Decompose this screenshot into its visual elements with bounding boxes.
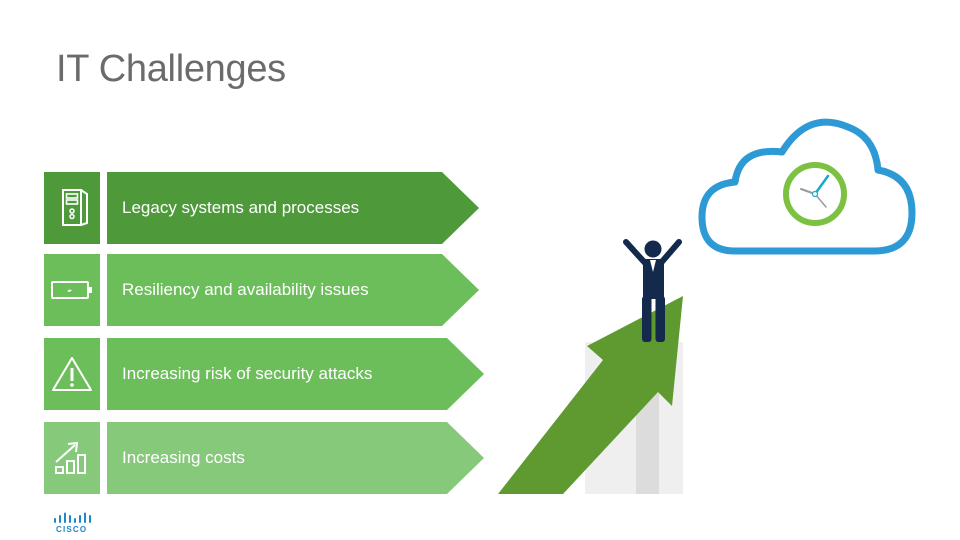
challenge-label: Increasing risk of security attacks — [122, 364, 373, 383]
legacy-server-icon — [62, 189, 88, 226]
challenge-arrow: Legacy systems and processes — [107, 172, 479, 244]
challenge-label: Increasing costs — [122, 448, 245, 467]
clock-icon — [783, 162, 847, 226]
rising-cost-chart-icon — [55, 441, 86, 474]
person-icon — [623, 239, 682, 342]
challenge-icon-box — [44, 254, 100, 326]
warning-icon — [52, 357, 92, 391]
challenge-arrow: Increasing risk of security attacks — [107, 338, 484, 410]
challenge-label: Resiliency and availability issues — [122, 280, 369, 299]
battery-fault-icon — [51, 281, 92, 299]
cisco-logo-icon — [54, 512, 91, 523]
challenge-icon-box — [44, 422, 100, 494]
challenge-icon-box — [44, 338, 100, 410]
challenge-icon-box — [44, 172, 100, 244]
challenge-label: Legacy systems and processes — [122, 198, 360, 217]
page-title: IT Challenges — [56, 48, 286, 90]
challenge-arrow: Increasing costs — [107, 422, 484, 494]
challenge-arrow: Resiliency and availability issues — [107, 254, 479, 326]
growth-arrow-graphic — [498, 296, 683, 494]
cisco-logo-text: CISCO — [56, 525, 88, 534]
